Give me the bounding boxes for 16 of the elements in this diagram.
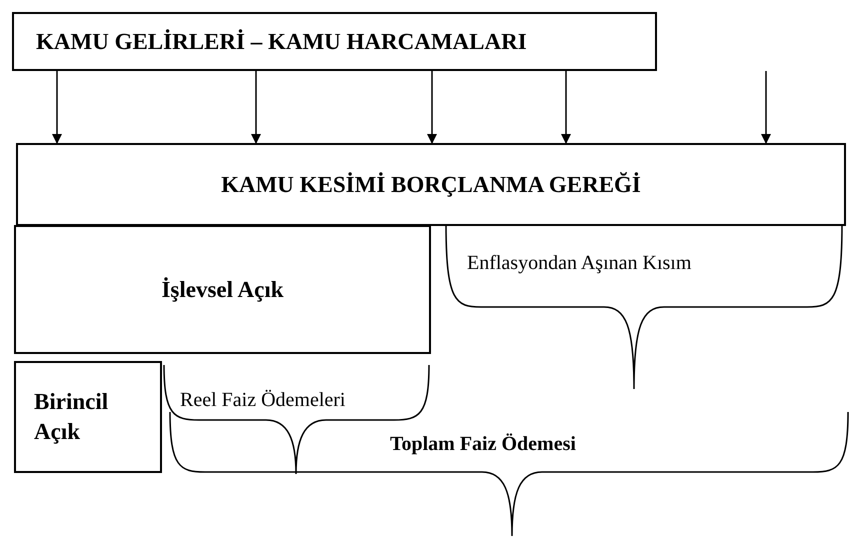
- arrow: [251, 71, 261, 144]
- process-box: [16, 143, 846, 226]
- arrow: [761, 71, 771, 144]
- process-box: [14, 361, 162, 473]
- title-box: [12, 12, 657, 71]
- arrow: [427, 71, 437, 144]
- brace-label: Enflasyondan Aşınan Kısım: [467, 252, 692, 275]
- box-label: KAMU GELİRLERİ – KAMU HARCAMALARI: [36, 28, 527, 54]
- box-label: İşlevsel Açık: [161, 276, 284, 302]
- box-label: Birincil Açık: [34, 388, 110, 446]
- arrow: [561, 71, 571, 144]
- brace-label: Toplam Faiz Ödemesi: [390, 433, 576, 456]
- arrow: [52, 71, 62, 144]
- brace-label: Reel Faiz Ödemeleri: [180, 389, 346, 412]
- process-box: [14, 225, 431, 354]
- box-label: KAMU KESİMİ BORÇLANMA GEREĞİ: [221, 172, 641, 198]
